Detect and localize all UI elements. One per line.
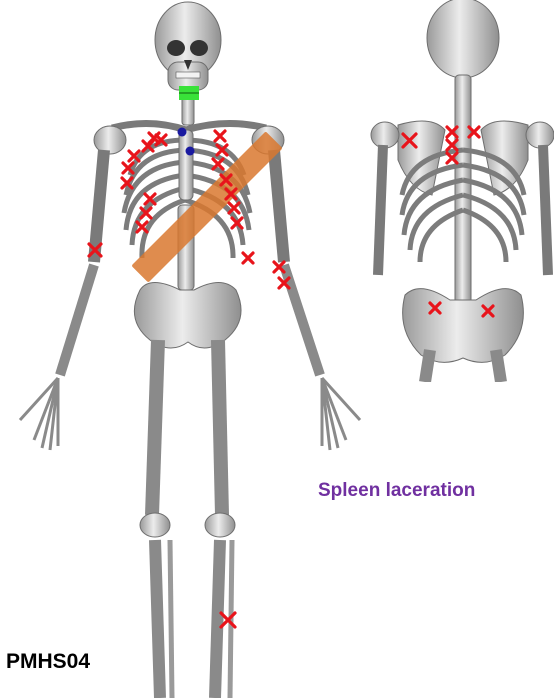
fracture-marker — [137, 222, 147, 232]
back-skull — [427, 0, 499, 78]
fracture-marker — [215, 131, 225, 141]
right-forearm — [284, 265, 320, 375]
left-hand — [20, 378, 58, 450]
injury-label: Spleen laceration — [318, 480, 475, 502]
right-humerus — [274, 150, 284, 262]
right-femur — [218, 340, 222, 515]
fracture-marker — [229, 203, 239, 213]
back-skeleton — [371, 0, 554, 382]
sternum — [179, 130, 193, 200]
specimen-id: PMHS04 — [6, 650, 90, 674]
pelvis — [134, 283, 241, 349]
point-marker — [178, 128, 187, 137]
point-marker — [186, 147, 195, 156]
back-spine — [455, 75, 471, 310]
right-tibia — [215, 540, 220, 698]
left-femur — [152, 340, 158, 515]
back-pelvis — [403, 289, 524, 363]
left-forearm — [60, 265, 94, 375]
right-hand — [322, 378, 360, 450]
fracture-marker — [243, 253, 253, 263]
left-tibia — [155, 540, 160, 698]
front-skeleton — [20, 2, 360, 698]
